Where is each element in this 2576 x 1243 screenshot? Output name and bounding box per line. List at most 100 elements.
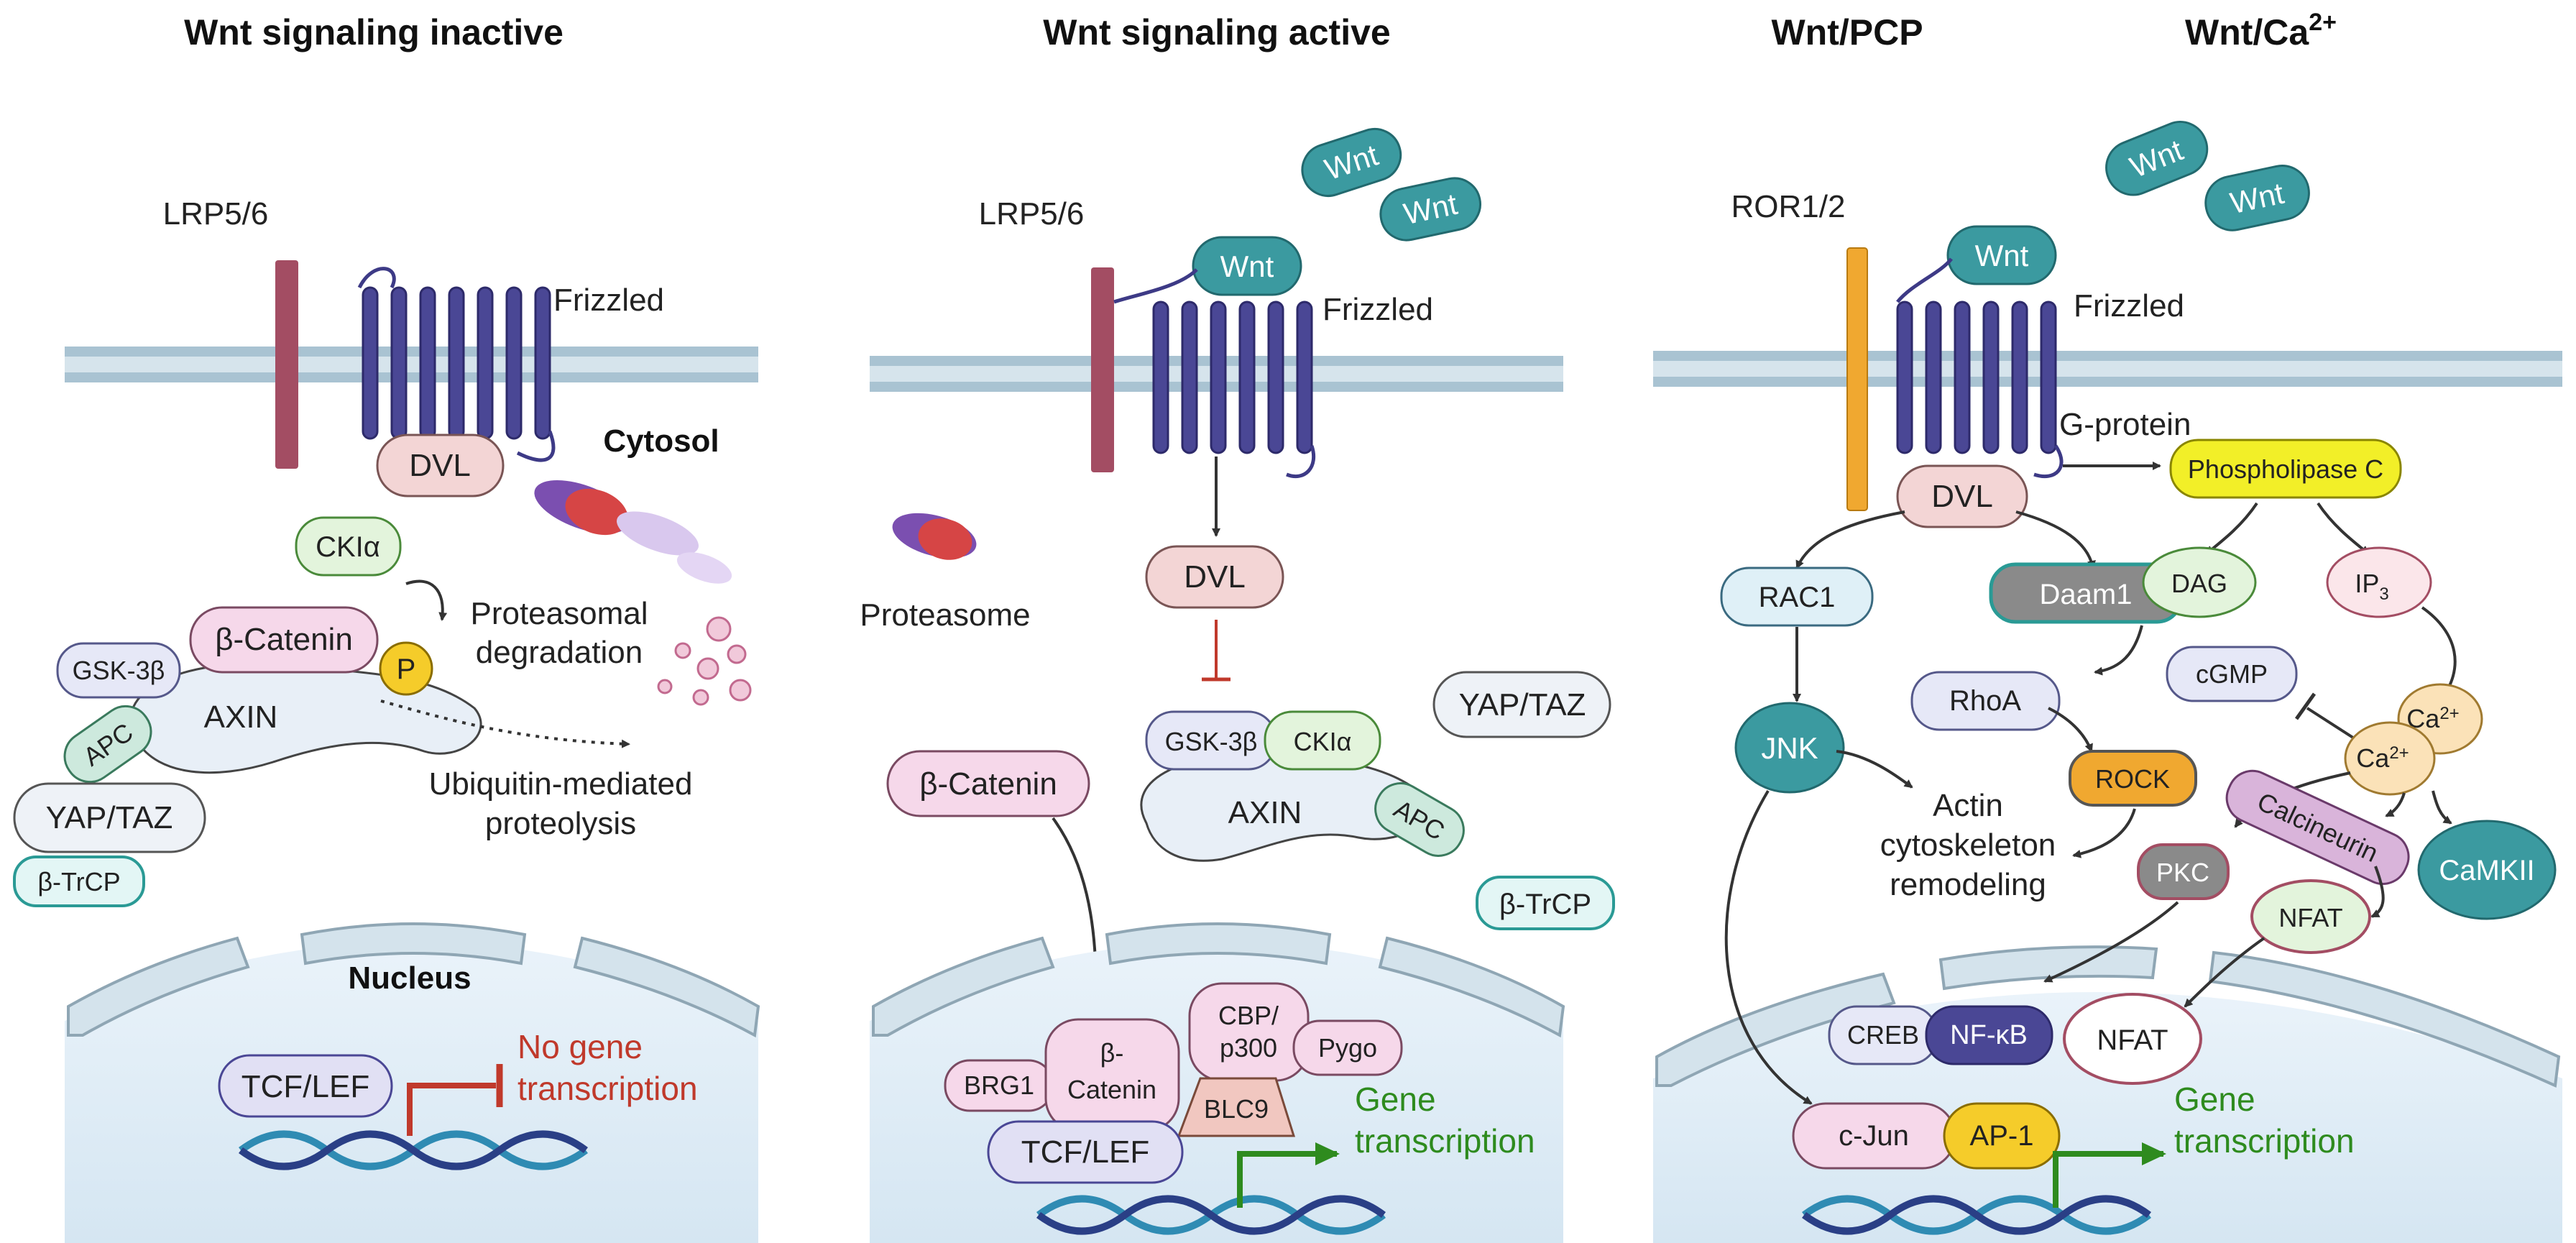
ip3-node — [2326, 546, 2432, 618]
transcription-arrow-icon — [2053, 1142, 2166, 1208]
nfat-node — [2250, 879, 2371, 954]
gene-label-2: transcription — [1355, 1122, 1535, 1160]
cbp-label-1: CBP/ — [1218, 1001, 1279, 1030]
wnt-ligand: Wnt — [2204, 165, 2310, 231]
beta-catenin-node — [189, 606, 379, 674]
inhibition-icon — [407, 1083, 496, 1136]
yap-taz-node — [1432, 671, 1611, 738]
camkii-node — [2417, 820, 2557, 920]
nfat-label: NFAT — [2278, 903, 2342, 932]
actin-label-1: Actin — [1933, 788, 2003, 823]
frizzled-receptor — [357, 267, 556, 462]
yap-taz-node — [13, 782, 206, 853]
rhoa-node — [1910, 671, 2061, 731]
blc9-label: BLC9 — [1204, 1094, 1269, 1124]
actin-label-2: cytoskeleton — [1880, 827, 2056, 863]
blc9-node — [1177, 1077, 1296, 1137]
lrp-receptor — [275, 260, 298, 469]
btrcp-label: β-TrCP — [1499, 889, 1591, 920]
cbp-label-2: p300 — [1220, 1033, 1277, 1063]
dvl-node — [1896, 464, 2028, 528]
panel-inactive: Wnt signaling inactive LRP5/6 Frizzled D… — [13, 12, 760, 1243]
rac1-label: RAC1 — [1759, 582, 1836, 613]
gsk3b-node — [56, 642, 181, 699]
wnt-label: Wnt — [1975, 239, 2029, 272]
wnt-ligand: Wnt — [1301, 127, 1402, 197]
cytosol-label: Cytosol — [603, 423, 719, 459]
panel-title-ca-sup: 2+ — [2309, 9, 2337, 36]
panel-title-active: Wnt signaling active — [1043, 12, 1390, 52]
ca-label: Ca2+ — [2406, 704, 2459, 733]
lrp-label: LRP5/6 — [979, 196, 1085, 231]
ca-text: Ca — [2356, 743, 2390, 773]
daam1-label: Daam1 — [2040, 579, 2133, 610]
btrcp-node — [13, 856, 145, 907]
jnk-node — [1734, 702, 1845, 794]
gprotein-label: G-protein — [2059, 407, 2191, 442]
panel-title-pcp: Wnt/PCP — [1771, 12, 1923, 52]
rock-label: ROCK — [2095, 764, 2170, 794]
ip3-label: IP3 — [2355, 569, 2388, 604]
transcription-arrow-icon — [1237, 1142, 1340, 1208]
tcf-lef-label: TCF/LEF — [1021, 1134, 1149, 1170]
cgmp-node — [2166, 646, 2298, 702]
nucleus-label: Nucleus — [348, 960, 471, 996]
cell-membrane — [1653, 351, 2562, 387]
no-gene-label-1: No gene — [518, 1028, 643, 1065]
ubiquitin-label-2: proteolysis — [485, 806, 636, 841]
ror-receptor — [1846, 247, 1868, 511]
frizzled-label: Frizzled — [553, 283, 664, 318]
nuclear-beta-catenin-label-1: β- — [1100, 1038, 1124, 1068]
btrcp-label: β-TrCP — [37, 867, 120, 896]
nfkb-label: NF-κB — [1950, 1020, 2028, 1050]
lrp-receptor — [1091, 267, 1114, 472]
axin-label: AXIN — [204, 700, 278, 735]
dag-node — [2142, 546, 2257, 618]
dvl-label: DVL — [1931, 479, 1993, 514]
btrcp-node — [1476, 876, 1615, 930]
nuclear-beta-catenin-label-2: Catenin — [1067, 1075, 1156, 1104]
camkii-label: CaMKII — [2439, 855, 2534, 886]
pygo-label: Pygo — [1318, 1033, 1377, 1063]
gene-label-1: Gene — [2174, 1081, 2255, 1118]
yap-taz-label: YAP/TAZ — [1459, 687, 1586, 723]
brg1-label: BRG1 — [964, 1070, 1034, 1100]
rhoa-label: RhoA — [1949, 685, 2021, 717]
apc-node: APC — [1374, 782, 1465, 857]
gene-label-1: Gene — [1355, 1081, 1436, 1118]
jnk-label: JNK — [1761, 731, 1818, 765]
yap-taz-label: YAP/TAZ — [46, 800, 173, 835]
ckia-label: CKIα — [1294, 727, 1352, 756]
cell-membrane — [65, 347, 758, 382]
ca-sup: 2+ — [2389, 743, 2409, 763]
cjun-label: c-Jun — [1839, 1120, 1909, 1152]
nuclear-nfat-label: NFAT — [2097, 1024, 2168, 1056]
ca-node — [2344, 721, 2436, 796]
ubiquitin-label-1: Ubiquitin-mediated — [429, 766, 693, 802]
proteasome-icon — [892, 513, 977, 560]
pkc-node — [2137, 843, 2230, 900]
plc-label: Phospholipase C — [2188, 454, 2383, 484]
rac1-node — [1720, 567, 1874, 627]
ap1-node — [1943, 1102, 2061, 1170]
no-gene-label-2: transcription — [518, 1070, 698, 1107]
gsk3b-label: GSK-3β — [73, 656, 165, 685]
beta-catenin-label: β-Catenin — [215, 622, 353, 657]
ca-label: Ca2+ — [2356, 743, 2409, 773]
frizzled-receptor — [1113, 268, 1316, 479]
pkc-label: PKC — [2156, 858, 2209, 887]
wnt-label: Wnt — [1220, 249, 1274, 283]
tcf-lef-label: TCF/LEF — [242, 1069, 369, 1104]
axin-label: AXIN — [1228, 795, 1302, 830]
ap1-label: AP-1 — [1970, 1120, 2034, 1152]
tcf-lef-node — [987, 1120, 1184, 1184]
panel-active: Wnt signaling active LRP5/6 Wnt Wnt Wnt — [860, 12, 1615, 1243]
lrp-label: LRP5/6 — [163, 196, 269, 231]
creb-label: CREB — [1847, 1020, 1919, 1050]
phosphate-node — [379, 641, 433, 696]
proteasome-icon — [534, 480, 732, 584]
tcf-lef-node — [218, 1054, 393, 1118]
ckia-node — [1264, 710, 1381, 771]
beta-catenin-node — [886, 750, 1090, 817]
